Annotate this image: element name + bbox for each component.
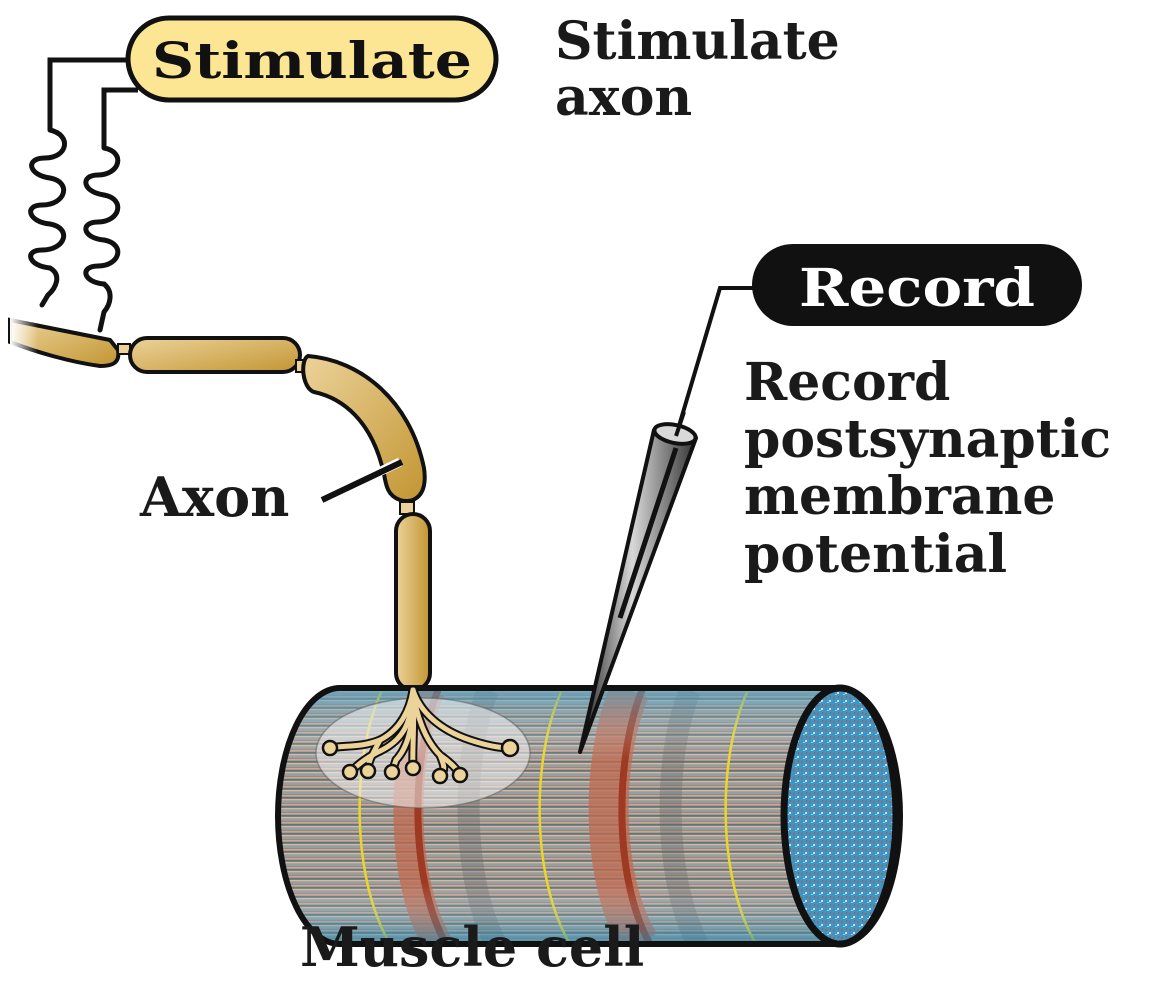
stimulate-button[interactable]: Stimulate [125,15,499,103]
record-description: Record postsynaptic membrane potential [744,354,1111,583]
stimulate-electrode-coil-right [83,145,121,333]
stimulate-electrode-coil-left [28,127,68,308]
recording-electrode [578,411,698,754]
stimulate-description-line-2: axon [555,67,693,129]
record-button-label: Record [799,258,1035,319]
stimulate-description: Stimulate axon [555,11,840,129]
record-description-line-1: Record [744,352,951,413]
record-description-line-3: membrane [744,466,1056,528]
muscle-cross-section [780,684,900,948]
record-description-line-2: postsynaptic [744,409,1112,471]
muscle-cell-label: Muscle cell [300,915,645,979]
record-wire [674,286,760,437]
axon-label: Axon [140,465,290,529]
axon-pointer [318,457,404,505]
stimulate-button-label: Stimulate [152,31,472,90]
record-description-line-4: potential [744,523,1008,585]
record-button[interactable]: Record [752,244,1082,326]
stimulate-description-line-1: Stimulate [555,11,840,72]
stimulate-wires [47,57,138,148]
neuromuscular-junction-area [315,697,531,809]
